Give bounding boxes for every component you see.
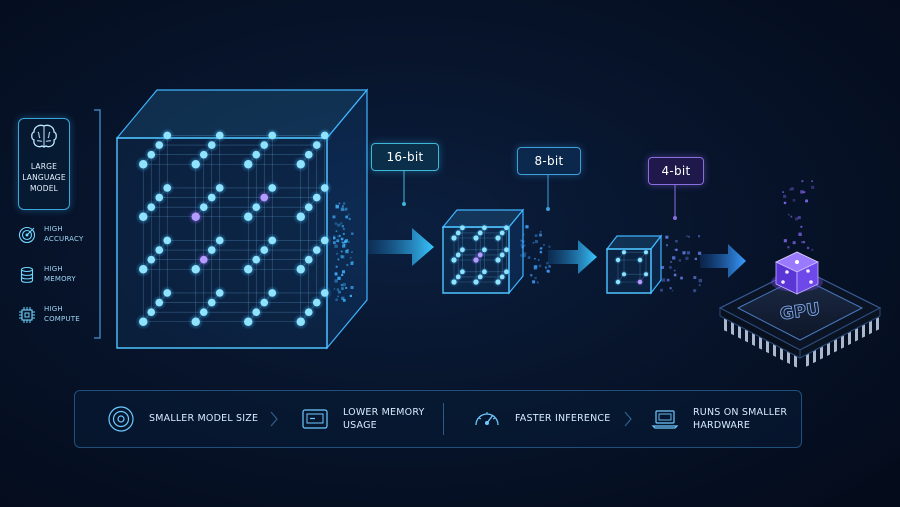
memory-card-icon bbox=[302, 409, 328, 429]
label-8bit: 8-bit bbox=[517, 147, 581, 175]
benefits-bar: SMALLER MODEL SIZE LOWER MEMORY USAGE FA… bbox=[74, 390, 802, 448]
llm-title: LARGE LANGUAGE MODEL bbox=[22, 162, 66, 193]
gpu-chip: GPU bbox=[718, 251, 882, 368]
8bit-model-cube bbox=[605, 234, 663, 295]
legend-bracket bbox=[94, 109, 101, 339]
speedometer-icon bbox=[475, 412, 499, 426]
quantized-die bbox=[771, 251, 823, 295]
label-16bit: 16-bit bbox=[371, 143, 439, 171]
divider bbox=[443, 403, 444, 435]
legend-high-accuracy: HIGH ACCURACY bbox=[18, 224, 98, 248]
particle-trails bbox=[332, 180, 815, 302]
large-model-cube bbox=[115, 88, 369, 350]
chevron-right-icon bbox=[270, 411, 278, 427]
legend-high-compute: HIGH COMPUTE bbox=[18, 304, 98, 328]
llm-label-panel: LARGE LANGUAGE MODEL bbox=[18, 118, 70, 210]
database-icon bbox=[20, 266, 34, 283]
arrow-4bit bbox=[700, 244, 746, 278]
brain-icon bbox=[31, 124, 57, 148]
target-icon bbox=[18, 226, 36, 244]
16bit-model-cube bbox=[441, 208, 525, 295]
chip-icon bbox=[19, 307, 35, 323]
label-4bit: 4-bit bbox=[648, 157, 704, 185]
arrow-16bit bbox=[368, 228, 434, 266]
target-icon bbox=[108, 406, 134, 432]
chevron-right-icon bbox=[624, 411, 632, 427]
arrow-8bit bbox=[548, 240, 597, 274]
legend-high-memory: HIGH MEMORY bbox=[18, 264, 98, 288]
laptop-icon bbox=[651, 410, 679, 429]
